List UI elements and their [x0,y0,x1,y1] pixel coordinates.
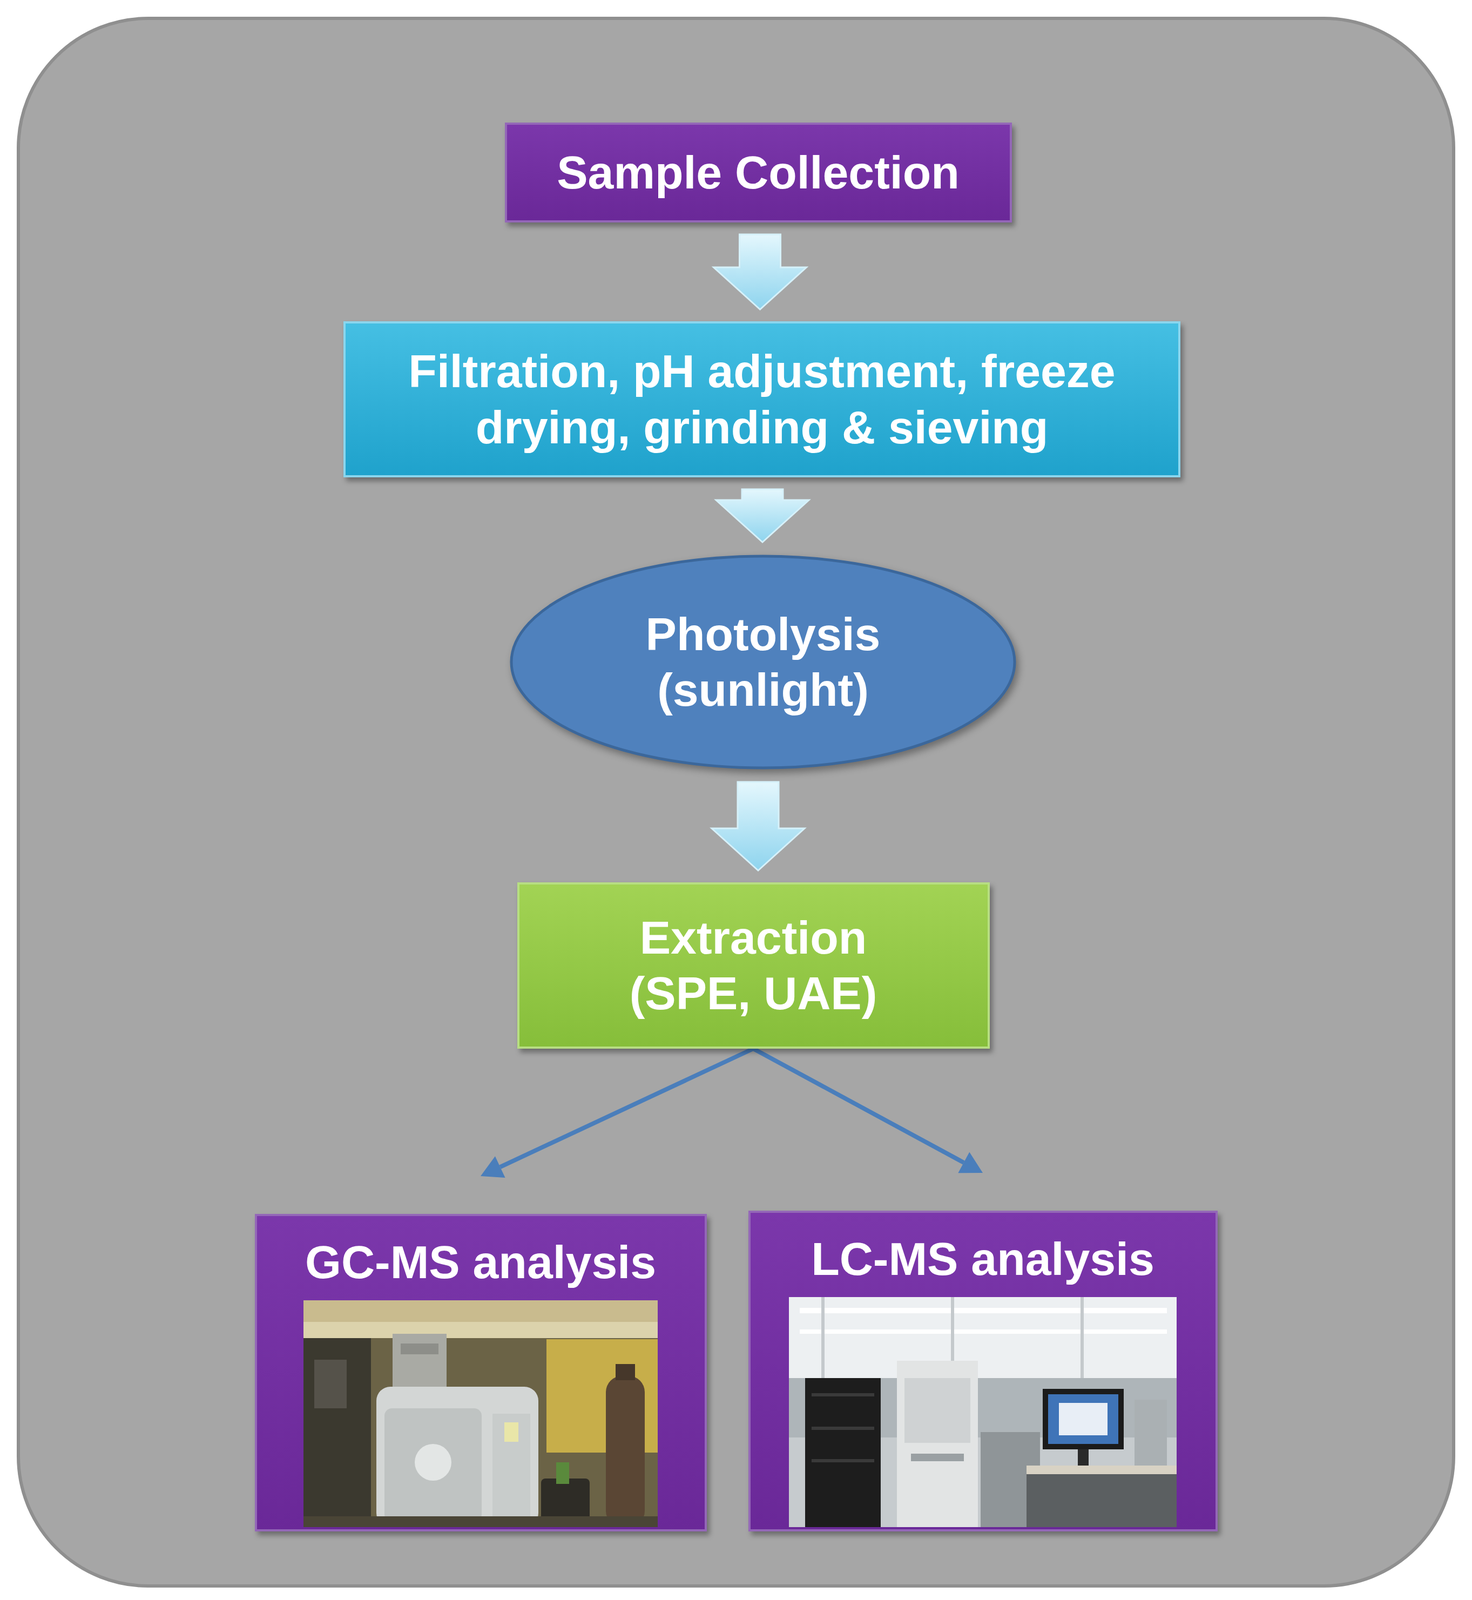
lcms-photo [896,1360,978,1528]
analysis-box: GC-MS analysis [254,1213,707,1532]
gcms-photo [376,1386,539,1528]
lcms-photo [805,1378,881,1528]
lcms-photo [788,1297,1177,1528]
lcms-photo [1134,1399,1167,1466]
process-ellipse: Photolysis (sunlight) [509,554,1017,771]
node-label: GC-MS analysis [305,1234,657,1291]
node-label: Sample Collection [556,144,960,201]
lcms-photo [910,1453,964,1462]
lcms-photo [821,1297,825,1379]
lcms-photo [1058,1402,1108,1436]
gcms-photo [414,1443,452,1481]
lcms-photo [1042,1388,1124,1450]
lcms-photo [799,1329,1167,1334]
split-connector [500,1048,754,1167]
node-label: Extraction (SPE, UAE) [591,909,916,1022]
lcms-photo [1048,1394,1119,1444]
gcms-photo [303,1338,371,1528]
lcms-photo [788,1297,1177,1379]
node-label: Photolysis (sunlight) [601,606,925,718]
lcms-photo [1026,1474,1177,1528]
gcms-photo [605,1375,645,1528]
block-arrow [711,781,805,871]
ellipse-outline [509,554,1017,771]
gcms-photo [303,1300,658,1528]
gcms-photo [400,1343,439,1355]
process-box: Sample Collection [504,122,1012,223]
gcms-photo [303,1516,658,1528]
arrow-head [480,1156,506,1178]
ellipse-outline [511,556,1015,768]
gcms-photo [303,1321,658,1339]
lcms-photo [1077,1449,1089,1466]
gcms-photo [384,1408,482,1522]
lcms-photo [1026,1465,1177,1475]
block-arrow [713,234,807,310]
background-panel [18,18,1454,1586]
lcms-photo [799,1307,1167,1314]
lcms-photo [811,1393,875,1397]
lcms-photo [811,1459,875,1463]
gcms-photo [314,1359,347,1409]
gcms-photo [504,1422,519,1442]
block-arrow [716,489,809,543]
lcms-photo [811,1426,875,1430]
process-box: Extraction (SPE, UAE) [517,882,990,1049]
node-label: Filtration, pH adjustment, freeze drying… [370,343,1154,455]
lcms-photo [904,1378,971,1443]
lcms-photo [1080,1297,1084,1379]
gcms-photo [556,1462,570,1484]
split-connector [480,1048,754,1178]
process-box: Filtration, pH adjustment, freeze drying… [343,321,1181,478]
split-connector [753,1048,964,1163]
arrow-head [957,1152,983,1174]
gcms-photo [492,1413,531,1522]
analysis-box: LC-MS analysis [748,1210,1218,1532]
gcms-photo [303,1300,658,1528]
lcms-photo [788,1297,1177,1528]
gcms-photo [615,1364,636,1381]
node-label: LC-MS analysis [811,1231,1155,1287]
split-connector [753,1048,983,1173]
